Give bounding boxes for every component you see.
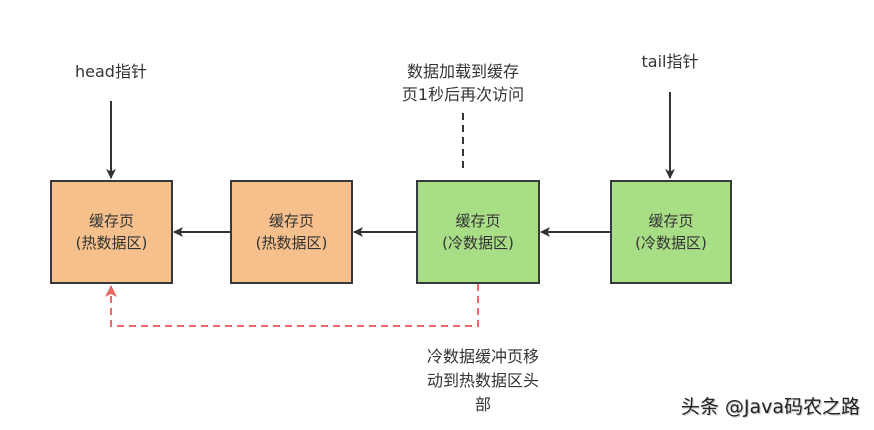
move-annotation-line-3: 部 — [474, 395, 491, 414]
cache-page-title: 缓存页 — [455, 212, 501, 230]
tail-pointer-label: tail指针 — [641, 52, 699, 71]
cache-page-title: 缓存页 — [88, 212, 134, 230]
cache-page-box-4: 缓存页 (冷数据区) — [610, 180, 732, 284]
cache-page-zone: (热数据区) — [75, 234, 148, 252]
watermark: 头条 @Java码农之路 — [680, 396, 860, 418]
move-annotation-line-1: 冷数据缓冲页移 — [426, 347, 539, 366]
cache-page-box-3: 缓存页 (冷数据区) — [416, 180, 540, 284]
move-annotation: 冷数据缓冲页移 动到热数据区头 部 — [413, 345, 553, 417]
move-annotation-line-2: 动到热数据区头 — [426, 371, 539, 390]
cache-page-zone: (热数据区) — [255, 234, 328, 252]
move-to-head-arrow — [105, 284, 479, 327]
cache-page-title: 缓存页 — [268, 212, 314, 230]
cache-page-zone: (冷数据区) — [635, 234, 707, 252]
access-annotation-line-2: 页1秒后再次访问 — [401, 85, 525, 104]
cache-page-title: 缓存页 — [648, 212, 694, 230]
access-annotation: 数据加载到缓存 页1秒后再次访问 — [383, 60, 543, 106]
access-annotation-line-1: 数据加载到缓存 — [406, 62, 519, 81]
cache-page-box-1: 缓存页 (热数据区) — [50, 180, 173, 284]
cache-page-box-2: 缓存页 (热数据区) — [230, 180, 353, 284]
cache-page-zone: (冷数据区) — [442, 234, 514, 252]
head-pointer-label: head指针 — [75, 62, 147, 81]
